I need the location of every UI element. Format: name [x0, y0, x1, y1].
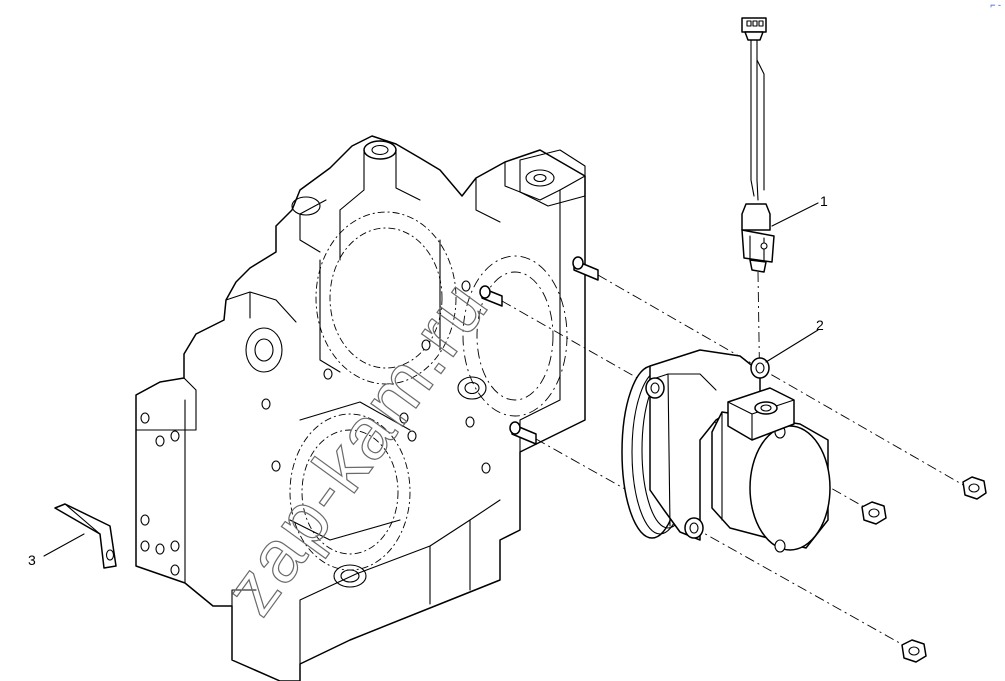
sensor-with-harness — [741, 17, 775, 273]
mounting-studs — [479, 256, 599, 445]
pump-actuator-assembly — [621, 349, 831, 553]
hex-nut-lower — [901, 639, 927, 663]
bracket — [54, 503, 117, 569]
callout-leaders — [43, 202, 819, 557]
callout-3: 3 — [28, 552, 36, 568]
hex-nut-upper — [962, 476, 987, 500]
callout-2: 2 — [816, 317, 824, 333]
callout-1: 1 — [820, 193, 828, 209]
hex-nuts — [861, 476, 987, 663]
hex-nut-middle — [861, 501, 887, 525]
cover-bolt-holes — [140, 280, 491, 576]
timing-cover-housing — [135, 135, 586, 681]
corner-mark: ⌐ ‐ — [990, 0, 1001, 10]
